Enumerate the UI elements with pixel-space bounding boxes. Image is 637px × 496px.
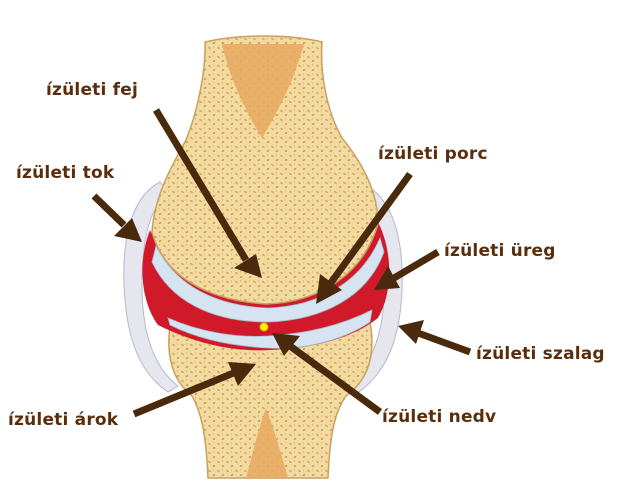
arrows	[91, 108, 472, 418]
label-joint-cartilage: ízületi porc	[378, 144, 488, 164]
arrow-head	[152, 108, 250, 262]
arrow-head-tip	[234, 254, 262, 278]
synovial-fluid-dot	[259, 322, 269, 332]
label-joint-ligament: ízületi szalag	[476, 344, 605, 364]
arrow-fluid-tip	[272, 333, 300, 356]
label-joint-capsule: ízületi tok	[16, 163, 115, 183]
arrow-capsule-tip	[114, 218, 142, 242]
arrow-ligament	[416, 329, 472, 356]
arrow-socket	[132, 368, 238, 418]
arrow-cavity-tip	[374, 266, 400, 290]
arrow-cartilage-tip	[316, 274, 342, 304]
lower-marrow	[246, 408, 288, 478]
joint-cavity-red	[142, 222, 390, 351]
label-synovial-fluid: ízületi nedv	[382, 407, 497, 427]
label-joint-socket: ízületi árok	[8, 410, 119, 430]
arrow-cavity	[392, 248, 440, 282]
arrow-socket-tip	[228, 362, 256, 386]
arrow-fluid	[287, 343, 383, 415]
label-joint-cavity: ízületi üreg	[444, 241, 556, 261]
upper-cartilage	[151, 236, 385, 323]
arrow-capsule	[91, 193, 127, 228]
lower-cartilage	[167, 309, 373, 349]
arrow-ligament-tip	[398, 320, 424, 344]
upper-marrow	[222, 44, 304, 138]
arrow-cartilage	[327, 171, 413, 287]
label-joint-head: ízületi fej	[46, 80, 139, 100]
